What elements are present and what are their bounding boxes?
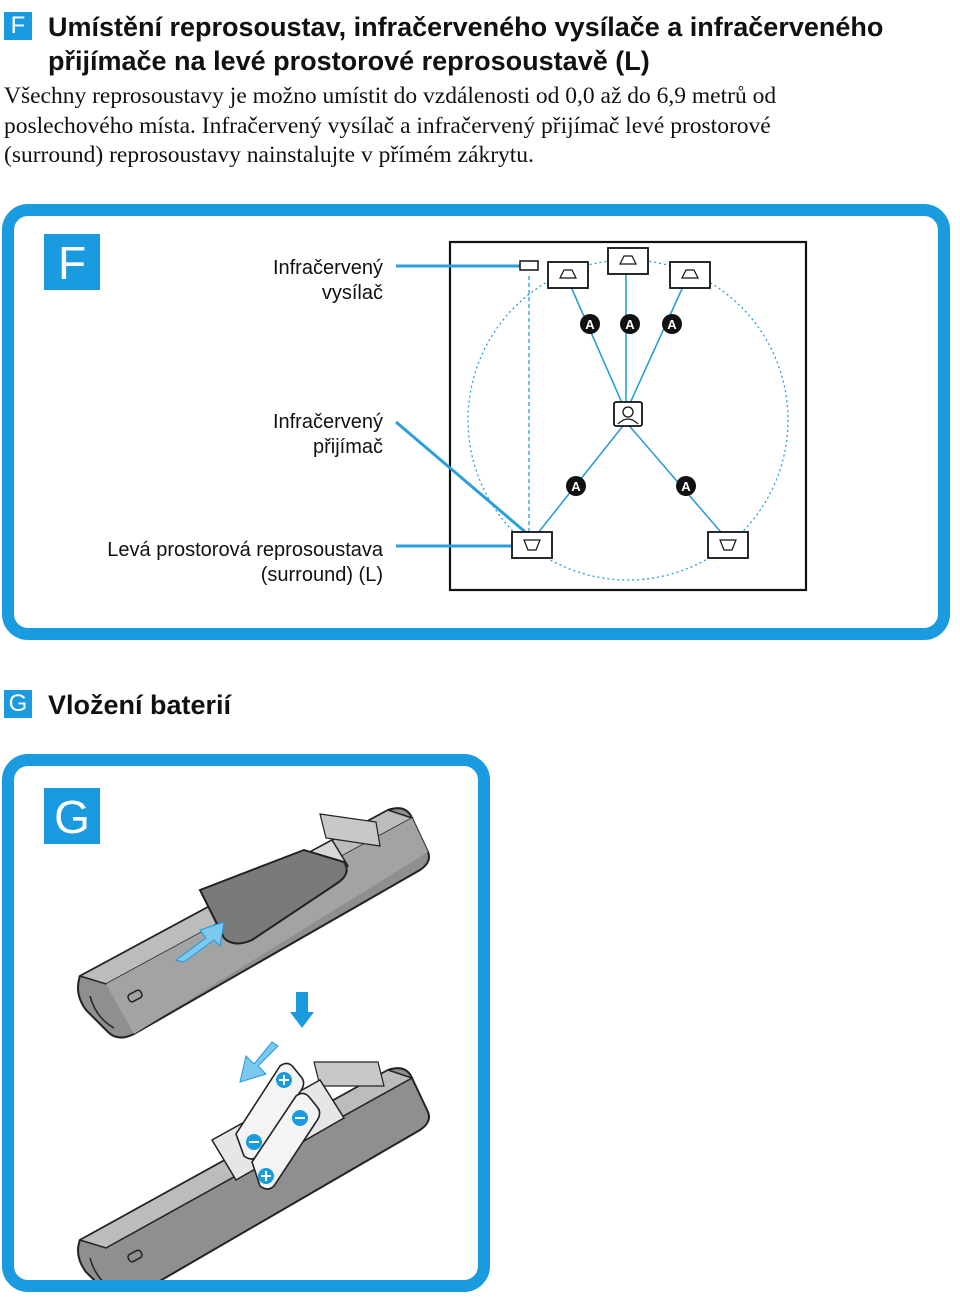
section-f-title: Umístění reprosoustav, infračerveného vy… [48,10,883,78]
surround-label: Levá prostorová reprosoustava (surround)… [107,539,383,586]
section-g-heading: G Vložení baterií [4,688,231,722]
distance-markers: A A A A A [566,314,696,496]
section-f-badge: F [4,12,32,40]
ir-transmitter [519,260,539,271]
distance-marker-center: A [620,314,640,334]
section-f-heading: F Umístění reprosoustav, infračerveného … [4,10,883,78]
battery-insert-arrow [239,1041,279,1083]
front-right-speaker [669,261,711,289]
figure-g-badge: G [44,788,100,844]
transmitter-label: Infračervený vysílač [272,257,383,304]
svg-text:A: A [625,317,635,332]
surround-left-speaker [511,531,553,559]
section-f-body-line3: (surround) reprosoustavy nainstalujte v … [4,142,534,168]
speaker-layout-diagram: A A A A A [395,240,808,592]
svg-text:A: A [585,317,595,332]
distance-marker-surround-right: A [676,476,696,496]
speaker-radius-circle [467,259,789,581]
listener-seat [613,401,643,427]
section-f-title-line1: Umístění reprosoustav, infračerveného vy… [48,12,884,42]
figure-f-badge: F [44,234,100,290]
room-frame [448,240,808,592]
svg-text:A: A [571,479,581,494]
section-f-body-line2: poslechového místa. Infračervený vysílač… [4,112,771,139]
section-f-title-line2: přijímače na levé prostorové reprosousta… [48,46,650,76]
figure-f-panel: F Infračervený vysílač Infračervený přij… [2,204,950,640]
remote-control-top [77,807,430,1039]
front-left-speaker [547,261,589,289]
section-f-body: Všechny reprosoustavy je možno umístit d… [4,82,954,171]
battery-insertion-illustration [77,807,430,1280]
receiver-callout-line [395,420,531,538]
svg-text:A: A [681,479,691,494]
remote-control-bottom [77,1061,430,1280]
section-g-title: Vložení baterií [48,690,232,720]
section-g-badge: G [4,690,32,718]
receiver-label: Infračervený přijímač [272,411,383,458]
battery-lid [198,848,348,945]
batteries [235,1062,321,1190]
distance-marker-front-left: A [580,314,600,334]
lid-open-arrow [174,921,225,963]
section-f-body-line1: Všechny reprosoustavy je možno umístit d… [4,83,777,109]
svg-text:A: A [667,317,677,332]
center-speaker [607,247,649,275]
figure-g-panel: G [2,754,490,1292]
distance-marker-front-right: A [662,314,682,334]
distance-marker-surround-left: A [566,476,586,496]
step-down-arrow [290,992,314,1028]
surround-right-speaker [707,531,749,559]
